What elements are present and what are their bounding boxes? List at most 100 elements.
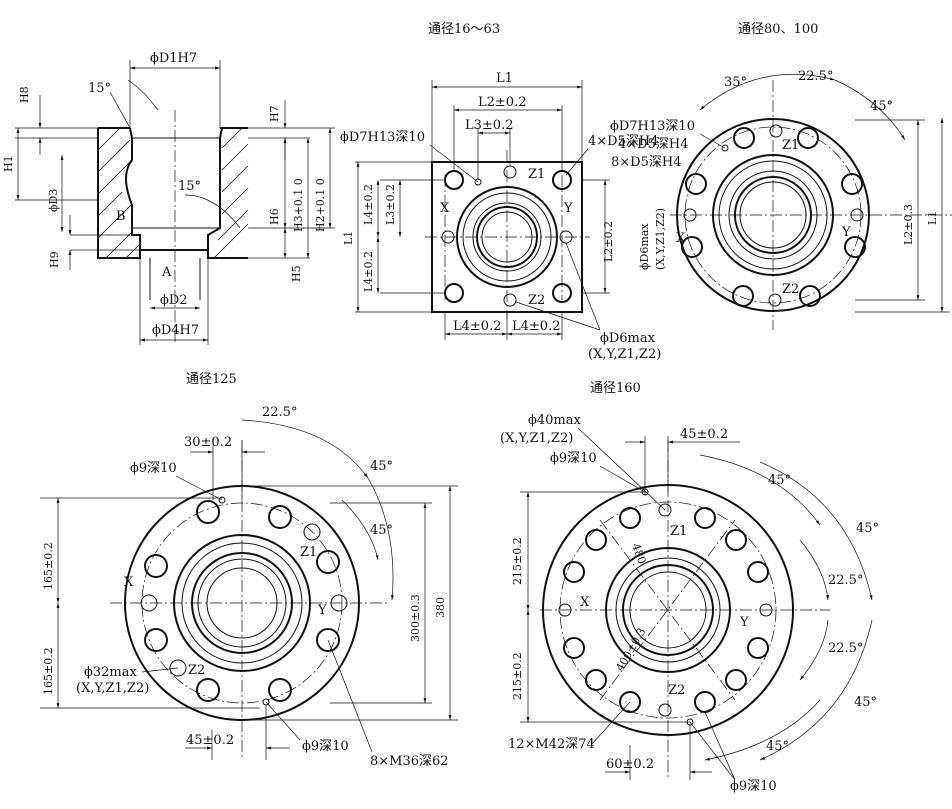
label-y: Y <box>317 603 327 618</box>
label-H2: H2+0.1 0 <box>314 178 327 232</box>
label-300: 300±0.3 <box>409 594 422 642</box>
label-D7: ϕD7H13深10 <box>610 119 695 134</box>
label-x: X <box>580 595 590 610</box>
label-y: Y <box>563 201 573 216</box>
port-z2 <box>503 293 517 307</box>
label-z1: Z1 <box>528 167 545 182</box>
label-y: Y <box>841 225 851 240</box>
port-z1 <box>503 165 517 179</box>
label-angle-15-top: 15° <box>88 81 111 96</box>
label-angle-22-5b: 22.5° <box>828 641 863 656</box>
label-380: 380 <box>434 597 447 618</box>
view-dn16-63: Z1 X Y Z2 L1 L2±0.2 L3±0.2 ϕD7H13深10 4×D… <box>340 71 661 362</box>
label-x: X <box>440 201 450 216</box>
bolt-hole <box>444 283 464 303</box>
label-L4-b: L4±0.2 <box>512 319 560 334</box>
label-H5: H5 <box>290 265 303 282</box>
label-L4-v2: L4±0.2 <box>362 251 375 292</box>
title-dn16-63: 通径16～63 <box>428 22 500 37</box>
label-angle-15-mid: 15° <box>178 179 201 194</box>
bolt-hole <box>444 170 464 190</box>
label-phiD4: ϕD4H7 <box>152 323 199 338</box>
label-angle-22-5: 22.5° <box>262 405 297 420</box>
view-dn125: Z1 X Y Z2 22.5° 45° 45° 30±0.2 ϕ9深10 165… <box>40 405 458 769</box>
label-165a: 165±0.2 <box>42 542 55 590</box>
label-z1: Z1 <box>782 138 799 153</box>
label-z2: Z2 <box>528 293 545 308</box>
label-A: A <box>161 265 172 280</box>
label-phi9-bot: ϕ9深10 <box>302 739 349 754</box>
label-phiD1: ϕD1H7 <box>150 51 197 66</box>
bolt-hole <box>552 283 572 303</box>
label-L4-v: L4±0.2 <box>362 184 375 225</box>
label-z2: Z2 <box>782 282 799 297</box>
label-D6: ϕD6max <box>638 223 651 270</box>
label-phi9-bot: ϕ9深10 <box>730 779 777 794</box>
label-z2: Z2 <box>668 683 685 698</box>
label-L1-top: L1 <box>496 71 513 86</box>
label-60: 60±0.2 <box>606 757 654 772</box>
label-angle-45d: 45° <box>766 739 789 754</box>
label-L1-left: L1 <box>342 231 355 245</box>
label-angle-22-5a: 22.5° <box>828 573 863 588</box>
label-4xD5: 4×D5深H4 <box>588 134 658 149</box>
label-D6: ϕD6max <box>600 331 656 346</box>
label-angle-45: 45° <box>870 99 893 114</box>
label-45: 45±0.2 <box>680 427 728 442</box>
label-L3-v: L3±0.2 <box>384 184 397 225</box>
label-angle-45a: 45° <box>370 459 393 474</box>
label-z2: Z2 <box>188 663 205 678</box>
label-4xD5: 4×D5深H4 <box>618 137 688 152</box>
label-D6-sub: (X,Y,Z1,Z2) <box>654 208 667 270</box>
label-phi9-top: ϕ9深10 <box>130 461 177 476</box>
label-B: B <box>116 209 126 224</box>
label-L2-right: L2±0.2 <box>602 221 615 262</box>
label-phiD2: ϕD2 <box>160 293 188 308</box>
label-H7: H7 <box>268 105 281 122</box>
label-165b: 165±0.2 <box>42 647 55 695</box>
label-x: X <box>676 231 686 246</box>
label-m42: 12×M42深74 <box>508 737 595 752</box>
label-z1: Z1 <box>670 524 687 539</box>
label-D6-sub: (X,Y,Z1,Z2) <box>588 347 661 362</box>
label-L1: L1 <box>926 211 939 225</box>
label-H6: H6 <box>268 208 281 225</box>
label-angle-45c: 45° <box>854 695 877 710</box>
label-angle-45b: 45° <box>370 523 393 538</box>
label-phi40-sub: (X,Y,Z1,Z2) <box>500 431 573 446</box>
label-H9: H9 <box>48 251 61 268</box>
label-215b: 215±0.2 <box>511 652 524 700</box>
label-30: 30±0.2 <box>184 435 232 450</box>
label-L3-pm: L3±0.2 <box>465 118 513 133</box>
label-L2-pm: L2±0.2 <box>478 95 526 110</box>
title-dn80-100: 通径80、100 <box>738 22 818 37</box>
label-H3: H3+0.1 0 <box>292 178 305 232</box>
label-45: 45±0.2 <box>186 733 234 748</box>
label-angle-45b: 45° <box>856 521 879 536</box>
label-angle-45a: 45° <box>768 473 791 488</box>
label-phiD3: ϕD3 <box>47 189 60 212</box>
title-dn160: 通径160 <box>590 381 641 396</box>
label-angle-22-5: 22.5° <box>798 69 833 84</box>
title-dn125: 通径125 <box>186 372 237 387</box>
label-D7: ϕD7H13深10 <box>340 130 425 145</box>
label-z1: Z1 <box>300 545 317 560</box>
label-phi32-sub: (X,Y,Z1,Z2) <box>76 681 149 696</box>
label-phi40: ϕ40max <box>528 413 581 428</box>
view-dn80-100: Z1 X Y Z2 35° 22.5° 45° ϕD7H13深10 4×D5深H… <box>610 69 952 330</box>
section-view: ϕD1H7 15° 15° H8 H1 ϕD3 B H9 A ϕD2 ϕD4H7 <box>2 51 335 345</box>
port-x <box>441 230 455 244</box>
label-phi9-top: ϕ9深10 <box>550 451 597 466</box>
label-angle-35: 35° <box>724 75 747 90</box>
label-H8: H8 <box>18 86 31 103</box>
label-L2: L2±0.3 <box>902 204 915 245</box>
label-H1: H1 <box>2 155 15 172</box>
label-480: 480 <box>629 542 648 566</box>
label-L4-a: L4±0.2 <box>453 319 501 334</box>
label-m36: 8×M36深62 <box>370 754 449 769</box>
label-y: Y <box>739 615 749 630</box>
label-phi32: ϕ32max <box>84 665 137 680</box>
label-x: X <box>124 575 134 590</box>
label-8xD5: 8×D5深H4 <box>611 155 681 170</box>
